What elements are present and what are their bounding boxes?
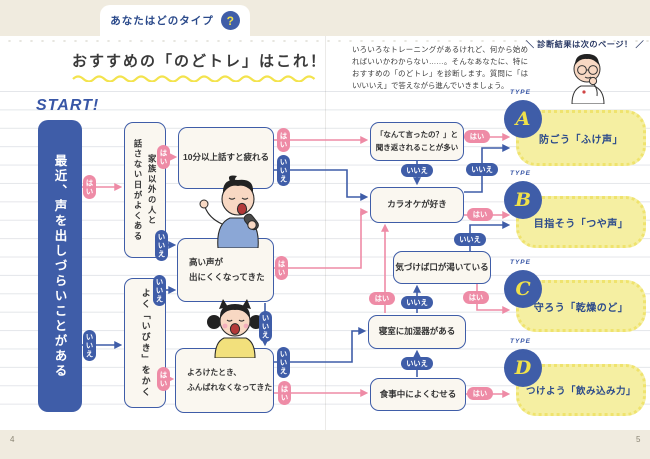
type-c-label: TYPE: [510, 259, 531, 266]
answer-pill-no: いいえ: [454, 233, 486, 246]
type-d-badge: D: [504, 349, 542, 387]
answer-pill-no: いいえ: [277, 347, 290, 378]
type-b-label: TYPE: [510, 170, 531, 177]
answer-pill-no: いいえ: [466, 163, 498, 176]
answer-pill-no: いいえ: [153, 275, 166, 306]
start-question-text: 最近、声を出しづらいことがある: [52, 153, 67, 379]
type-b-badge: B: [504, 181, 542, 219]
page-title: おすすめの「のどトレ」はこれ！: [72, 53, 328, 70]
answer-pill-yes: はい: [464, 130, 490, 143]
answer-pill-yes: はい: [157, 145, 170, 169]
question-box-humidifier: 寝室に加湿器がある: [368, 315, 466, 349]
answer-pill-no: いいえ: [401, 164, 433, 177]
question-box-karaoke: カラオケが好き: [370, 187, 464, 223]
answer-pill-yes: はい: [278, 381, 291, 405]
answer-pill-yes: はい: [275, 256, 288, 280]
page-number-right: 5: [636, 435, 641, 444]
answer-pill-no: いいえ: [401, 357, 433, 370]
answer-pill-no: いいえ: [155, 230, 168, 261]
start-question-box: 最近、声を出しづらいことがある: [38, 120, 82, 412]
page-gutter: [325, 36, 326, 430]
answer-pill-no: いいえ: [259, 311, 272, 342]
type-a-label: TYPE: [510, 89, 531, 96]
answer-pill-yes: はい: [467, 387, 493, 400]
question-box-say-again: 「なんて言ったの？」と 聞き返されることが多い: [370, 122, 464, 161]
question-circle-icon: ?: [220, 11, 240, 30]
tab-label: あなたはどのタイプ: [110, 15, 214, 27]
type-b-result: 目指そう「つや声」: [516, 196, 646, 248]
singing-man-illustration: [199, 175, 259, 248]
question-box-stumble: よろけたとき、 ふんばれなくなってきた: [175, 348, 274, 413]
answer-pill-yes: はい: [157, 367, 170, 391]
answer-pill-no: いいえ: [401, 296, 433, 309]
answer-pill-no: いいえ: [277, 155, 290, 186]
dotted-divider: [0, 37, 650, 43]
singing-woman-illustration: [207, 299, 263, 358]
question-box-ten-min: 10分以上話すと疲れる: [178, 127, 274, 189]
type-c-badge: C: [504, 270, 542, 308]
question-box-choke: 食事中によくむせる: [370, 378, 466, 411]
answer-pill-yes: はい: [83, 175, 96, 199]
type-d-label: TYPE: [510, 338, 531, 345]
answer-pill-no: いいえ: [83, 330, 96, 361]
start-label: START!: [36, 97, 100, 114]
page-number-left: 4: [10, 435, 15, 444]
next-page-callout: ＼ 診断結果は次のページ！ ／: [525, 40, 645, 49]
wavy-underline: [72, 75, 316, 82]
answer-pill-yes: はい: [467, 208, 493, 221]
answer-pill-yes: はい: [463, 291, 489, 304]
intro-paragraph: いろいろなトレーニングがあるけれど、何から始めればいいかわからない……。そんなあ…: [352, 45, 528, 90]
type-a-badge: A: [504, 100, 542, 138]
header-tab: あなたはどのタイプ ?: [100, 5, 250, 36]
answer-pill-yes: はい: [277, 128, 290, 152]
answer-pill-yes: はい: [369, 292, 395, 305]
question-box-high-voice: 高い声が 出にくくなってきた: [177, 238, 274, 302]
thinking-man-illustration: [571, 54, 605, 104]
question-box-dry-mouth: 気づけば口が渇いている: [393, 251, 491, 284]
